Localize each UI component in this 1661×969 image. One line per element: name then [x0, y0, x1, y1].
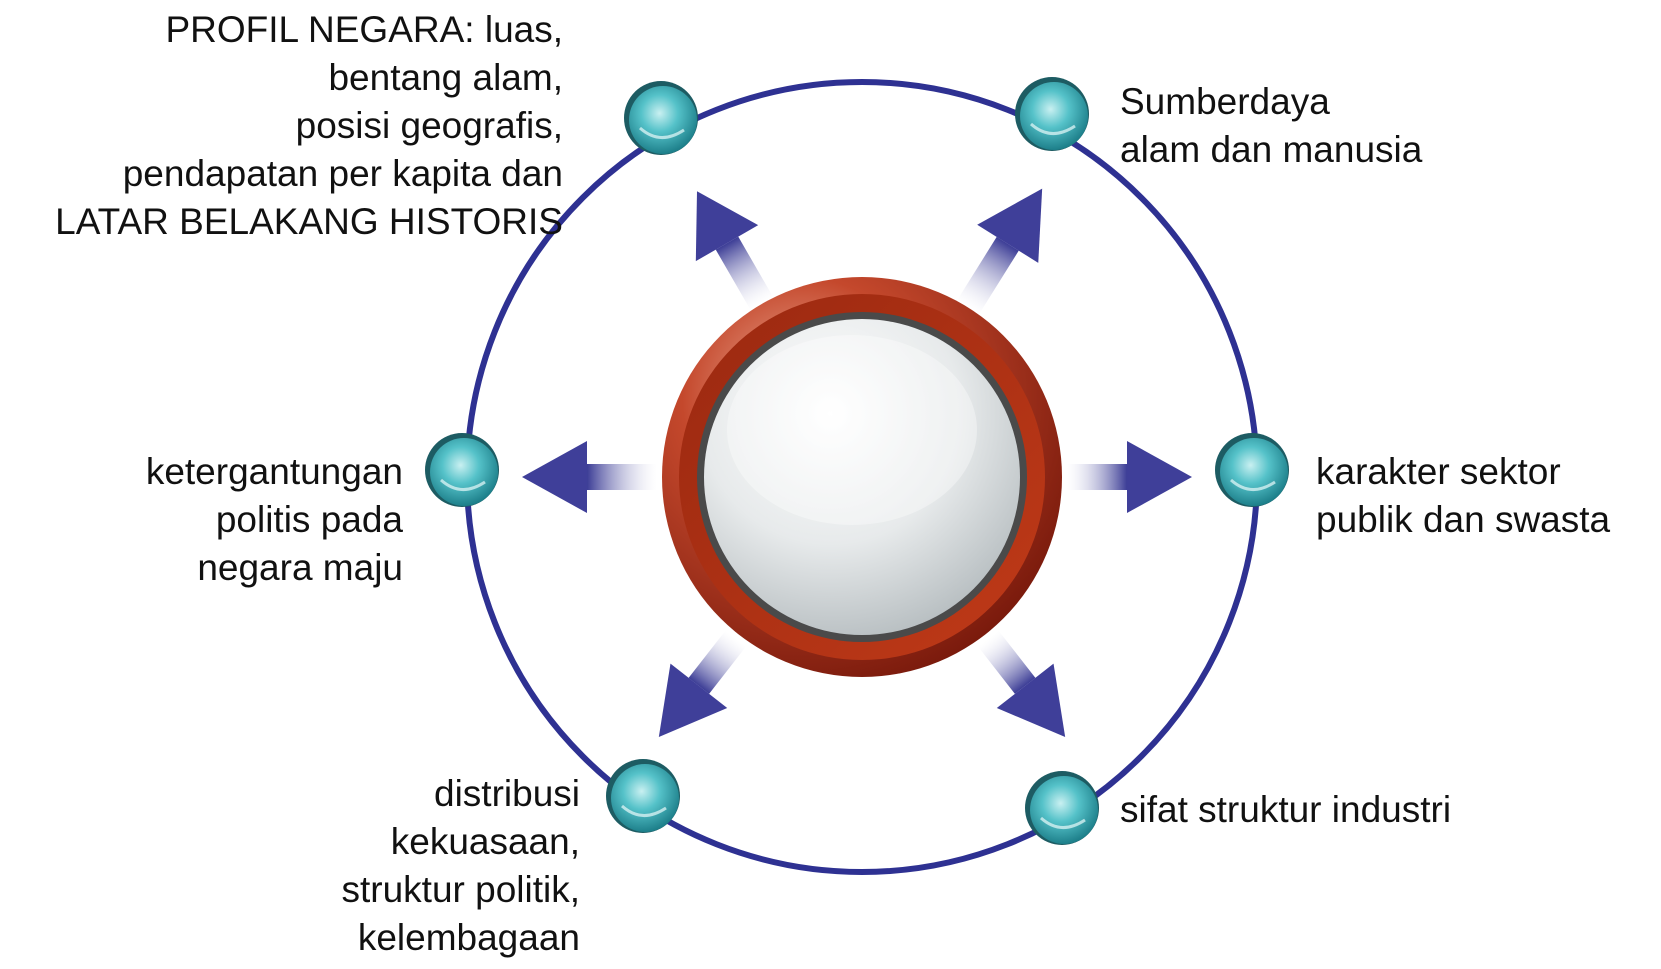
node-label-line: Sumberdaya [1120, 81, 1330, 122]
node-bullet-ketergantungan [425, 433, 499, 507]
center-button [662, 277, 1062, 677]
node-label-profil: PROFIL NEGARA: luas, bentang alam, posis… [55, 6, 563, 246]
node-label-line: sifat struktur industri [1120, 789, 1452, 830]
node-bullet-distribusi [606, 759, 680, 833]
node-label-line: karakter sektor [1316, 451, 1561, 492]
node-label-ketergantungan: ketergantungan politis pada negara maju [146, 448, 403, 592]
node-label-line: alam dan manusia [1120, 129, 1423, 170]
arrow-to-profil [695, 191, 774, 311]
node-label-line: pendapatan per kapita dan [122, 153, 563, 194]
node-label-line: PROFIL NEGARA: luas, [165, 9, 563, 50]
node-label-karakter: karakter sektor publik dan swasta [1316, 448, 1610, 544]
arrow-to-sifat [977, 630, 1066, 738]
node-bullet-profil [624, 81, 698, 155]
node-bullet-sifat [1025, 771, 1099, 845]
arrow-to-karakter [1067, 441, 1192, 513]
node-label-line: ketergantungan [145, 451, 403, 492]
node-label-sumberdaya: Sumberdaya alam dan manusia [1120, 78, 1422, 174]
node-label-line: publik dan swasta [1316, 499, 1611, 540]
node-label-line: kelembagaan [357, 917, 580, 958]
node-label-sifat: sifat struktur industri [1120, 786, 1451, 834]
node-bullet-karakter [1215, 433, 1289, 507]
arrow-to-sumberdaya [956, 188, 1043, 315]
arrow-to-ketergantungan [522, 441, 657, 513]
node-label-line: LATAR BELAKANG HISTORIS [55, 201, 563, 242]
node-label-distribusi: distribusi kekuasaan, struktur politik, … [341, 770, 580, 962]
node-label-line: distribusi [434, 773, 580, 814]
node-bullet-sumberdaya [1015, 77, 1089, 151]
arrow-to-distribusi [658, 630, 747, 738]
node-label-line: struktur politik, [341, 869, 580, 910]
node-label-line: negara maju [197, 547, 403, 588]
node-label-line: bentang alam, [328, 57, 563, 98]
node-label-line: politis pada [215, 499, 403, 540]
node-label-line: kekuasaan, [390, 821, 580, 862]
node-label-line: posisi geografis, [295, 105, 563, 146]
